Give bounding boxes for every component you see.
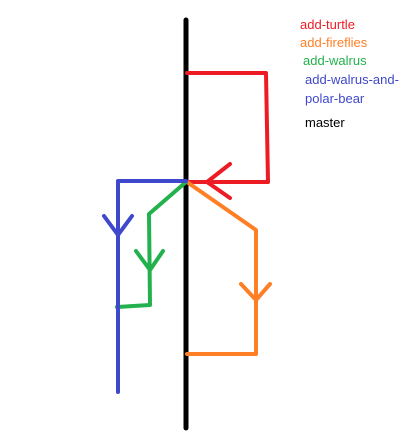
add-fireflies-path [185,180,258,356]
add-walrus-branch [115,180,188,309]
add-turtle-arrowhead [205,162,232,200]
add-walrus-and-polar-bear-arrowhead [102,214,134,237]
legend-label-add-walrus-and-polar-bear: add-walrus-and- polar-bear [305,72,403,106]
legend-label-master: master [305,115,345,130]
legend-label-add-fireflies: add-fireflies [300,35,368,50]
add-fireflies-arrowhead [239,282,272,302]
add-turtle-path [184,71,270,184]
add-walrus-and-polar-bear-branch [102,179,188,394]
add-walrus-path [115,180,188,309]
add-walrus-arrowhead [134,249,165,272]
legend-label-add-turtle: add-turtle [300,17,355,32]
add-turtle-branch [184,71,270,200]
legend-label-add-walrus: add-walrus [303,53,367,68]
legend: add-turtle add-fireflies add-walrus add-… [300,17,403,130]
add-walrus-and-polar-bear-path [116,179,188,394]
add-fireflies-branch [185,180,272,356]
